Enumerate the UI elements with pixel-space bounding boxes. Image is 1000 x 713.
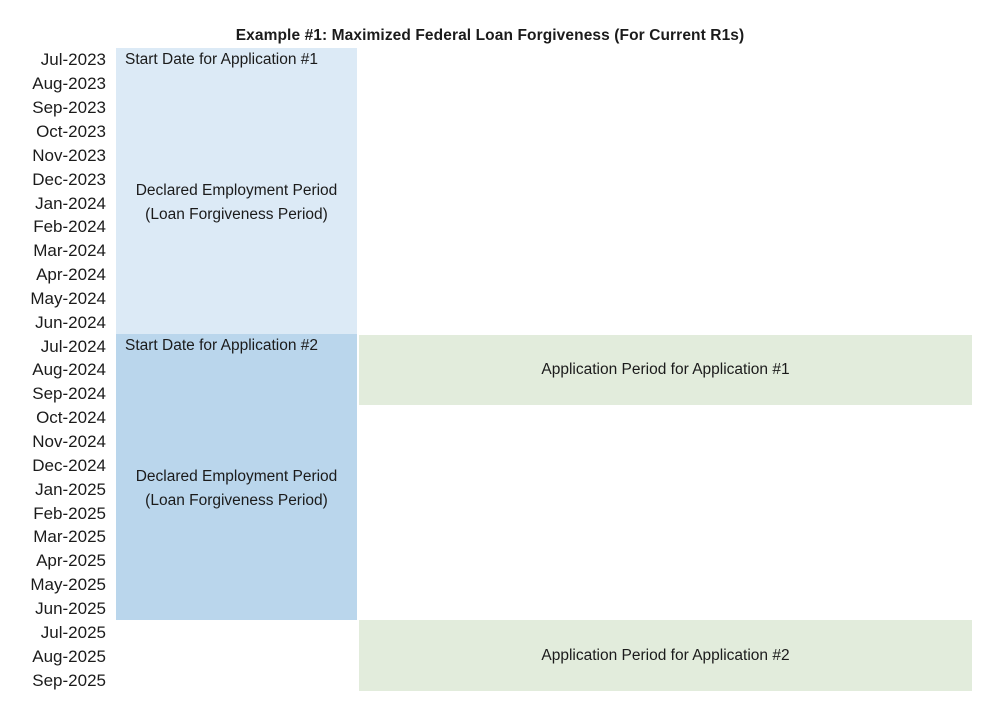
application-period-1-block: Application Period for Application #1	[359, 335, 972, 405]
employment-period-2-block: Start Date for Application #2 Declared E…	[116, 334, 357, 620]
month-label: Oct-2023	[36, 121, 106, 141]
month-label: Aug-2025	[32, 646, 106, 666]
month-label: Apr-2025	[36, 551, 106, 571]
month-label: Jan-2025	[35, 479, 106, 499]
month-label: Aug-2023	[32, 74, 106, 94]
application-period-2-block: Application Period for Application #2	[359, 620, 972, 691]
employment-period-1-label-line2: (Loan Forgiveness Period)	[145, 206, 328, 223]
application-period-1-label: Application Period for Application #1	[541, 361, 790, 378]
employment-period-1-label-line1: Declared Employment Period	[135, 182, 338, 199]
month-label: Jul-2025	[40, 622, 106, 642]
month-label: Sep-2023	[32, 98, 106, 118]
month-label: Nov-2024	[32, 432, 106, 452]
month-label: Jun-2025	[35, 599, 106, 618]
employment-period-2-label-line2: (Loan Forgiveness Period)	[145, 492, 328, 509]
month-label: Nov-2023	[32, 145, 106, 165]
month-label: May-2025	[30, 575, 106, 595]
month-label: Feb-2024	[33, 217, 106, 237]
month-label: Mar-2024	[33, 241, 106, 261]
month-label: Dec-2023	[32, 169, 106, 189]
month-label: Feb-2025	[33, 503, 106, 523]
month-label: May-2024	[30, 288, 106, 308]
chart-title: Example #1: Maximized Federal Loan Forgi…	[235, 27, 745, 44]
month-label: Jul-2023	[40, 50, 106, 70]
month-label: Dec-2024	[32, 455, 106, 475]
start-date-application-1-label: Start Date for Application #1	[125, 51, 319, 68]
month-label: Jul-2024	[40, 336, 106, 356]
employment-period-2-label: Declared Employment Period (Loan Forgive…	[116, 465, 357, 513]
month-label: Jun-2024	[35, 312, 106, 332]
employment-period-2-label-line1: Declared Employment Period	[135, 468, 338, 485]
employment-period-1-block: Start Date for Application #1 Declared E…	[116, 48, 357, 334]
application-period-2-label: Application Period for Application #2	[541, 646, 790, 664]
employment-period-1-label: Declared Employment Period (Loan Forgive…	[116, 179, 357, 227]
month-label: Oct-2024	[36, 408, 106, 428]
month-label: Sep-2025	[32, 670, 106, 690]
month-label: Jan-2024	[35, 193, 106, 213]
month-label: Aug-2024	[32, 360, 106, 380]
month-label: Sep-2024	[32, 384, 106, 404]
start-date-application-2-label: Start Date for Application #2	[125, 337, 319, 354]
month-label: Apr-2024	[36, 265, 106, 285]
month-label: Mar-2025	[33, 527, 106, 547]
